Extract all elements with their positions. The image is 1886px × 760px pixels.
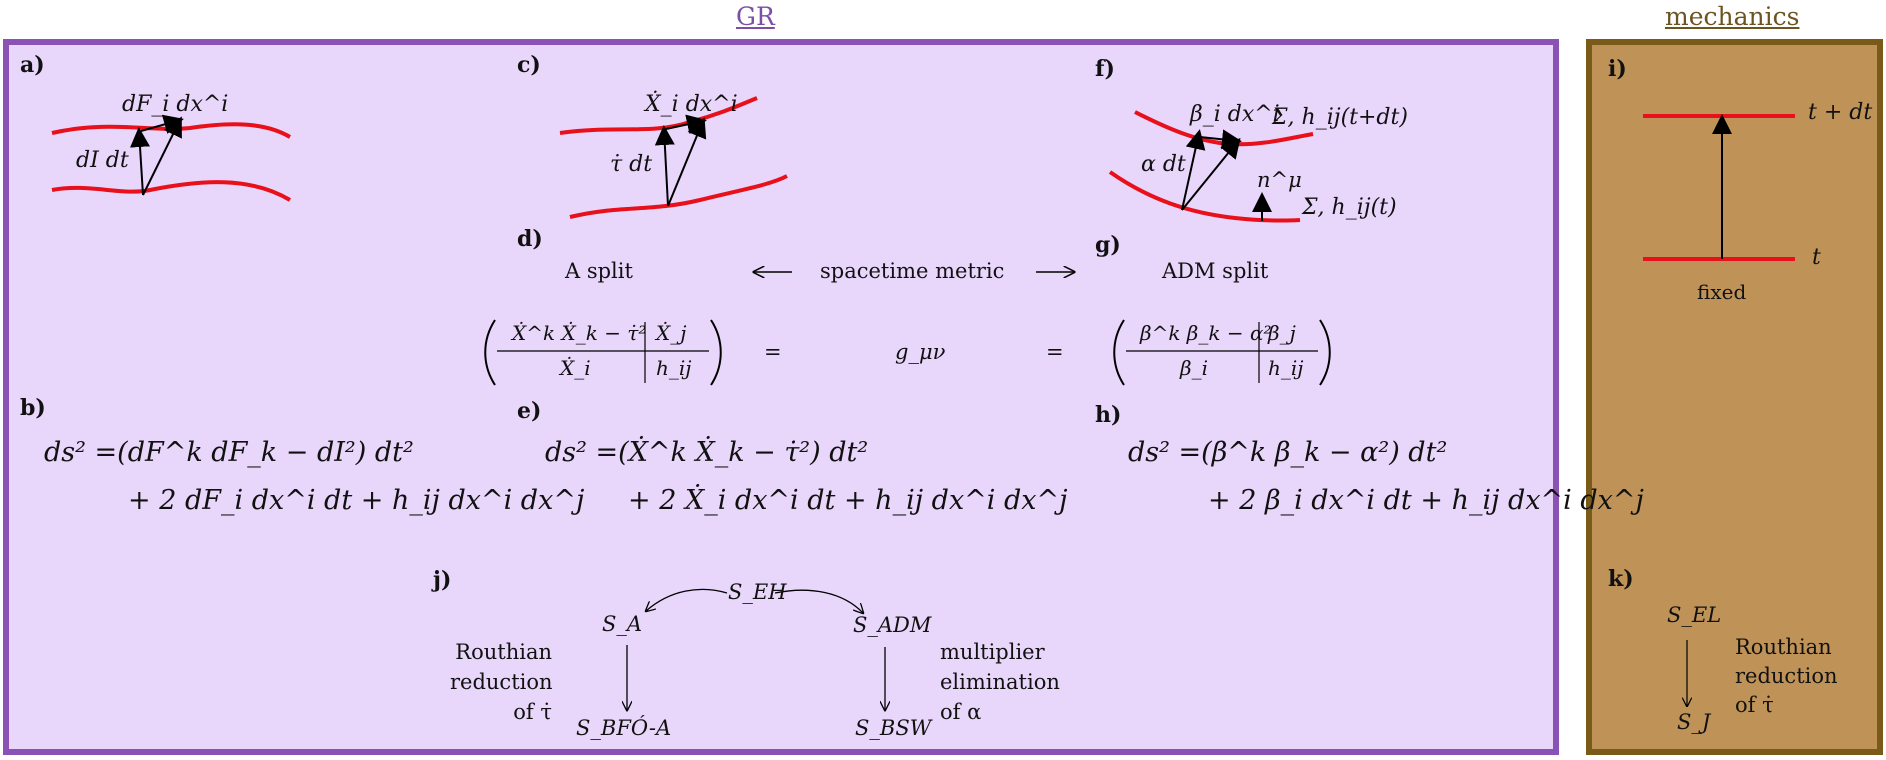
a-split-label: A split [565, 259, 633, 283]
eq-h-line1: ds² =(β^k β_k − α²) dt² [1128, 437, 1448, 468]
metric-g: g_μν [895, 340, 946, 364]
k-note: Routhian reduction of τ̇ [1735, 635, 1838, 717]
eq-h-line2: + 2 β_i dx^i dt + h_ij dx^i dx^j [1208, 485, 1644, 516]
matrix-a-bl: Ẋ_i [560, 356, 591, 380]
action-s-bfoa: S_BFÓ-A [576, 716, 672, 740]
matrix-adm-tl: β^k β_k − α² [1140, 321, 1272, 345]
matrix-adm-tr: β_j [1268, 321, 1296, 345]
arrow-eh-to-adm [774, 589, 863, 613]
label-a-time: dI dt [76, 148, 129, 173]
label-f-normal: n^μ [1257, 168, 1302, 192]
gr-panel [3, 39, 1559, 755]
matrix-adm-paren-left [1113, 319, 1125, 386]
label-a-shift: dF_i dx^i [122, 92, 229, 117]
label-a: a) [20, 52, 45, 78]
label-i: i) [1608, 56, 1627, 82]
surface-a-top [51, 122, 292, 139]
label-f-lapse: α dt [1141, 152, 1186, 177]
surface-f-bottom [1108, 170, 1301, 223]
label-f: f) [1095, 56, 1115, 82]
mechanics-panel [1586, 39, 1883, 755]
label-c: c) [517, 52, 541, 78]
matrix-a-tr: Ẋ_j [656, 321, 687, 345]
action-s-bsw: S_BSW [855, 716, 932, 740]
surface-c-top [559, 96, 758, 135]
matrix-adm-paren-right [1319, 319, 1331, 386]
equals-right: = [1046, 340, 1064, 364]
label-t-plus-dt: t + dt [1808, 100, 1873, 125]
action-s-eh: S_EH [728, 580, 787, 604]
label-k: k) [1608, 566, 1634, 592]
eq-e-line1: ds² =(Ẋ^k Ẋ_k − τ̇²) dt² [545, 437, 869, 468]
matrix-adm-bl: β_i [1180, 356, 1208, 380]
arrow-f-slant [1181, 137, 1241, 211]
mechanics-title: mechanics [1665, 2, 1800, 31]
arrow-a-normal [130, 127, 150, 196]
arrow-c-normal [654, 125, 675, 207]
label-c-shift: Ẋ_i dx^i [645, 92, 738, 117]
surface-c-bottom [569, 174, 788, 219]
matrix-adm-br: h_ij [1268, 356, 1304, 380]
surface-a-bottom [51, 180, 292, 202]
action-s-a: S_A [602, 612, 643, 636]
action-s-adm: S_ADM [853, 613, 932, 637]
matrix-a-br: h_ij [656, 356, 692, 380]
label-j: j) [433, 567, 452, 593]
adm-split-label: ADM split [1162, 259, 1269, 283]
j-right-note: multiplier elimination of α [940, 640, 1060, 724]
action-s-el: S_EL [1667, 603, 1722, 627]
action-s-j: S_J [1677, 710, 1711, 734]
gr-title: GR [736, 2, 775, 31]
label-surface-top: Σ, h_ij(t+dt) [1272, 105, 1408, 130]
matrix-a-paren-right [710, 319, 722, 386]
label-h: h) [1095, 402, 1122, 428]
label-surface-bottom: Σ, h_ij(t) [1302, 195, 1397, 220]
label-t: t [1812, 245, 1821, 270]
arrow-c-shift [665, 114, 707, 135]
label-b: b) [20, 395, 46, 421]
arrow-a-shift [140, 114, 184, 134]
arrow-f-lapse [1181, 129, 1206, 211]
eq-b-line1: ds² =(dF^k dF_k − dI²) dt² [44, 437, 414, 468]
arrow-c-slant [667, 117, 707, 207]
matrix-a-paren-left [484, 319, 496, 386]
label-f-shift: β_i dx^i [1190, 102, 1280, 127]
eq-b-line2: + 2 dF_i dx^i dt + h_ij dx^i dx^j [128, 485, 585, 516]
label-fixed: fixed [1697, 280, 1747, 304]
label-g: g) [1095, 232, 1121, 258]
equals-left: = [764, 340, 782, 364]
label-c-time: τ̇ dt [610, 152, 653, 177]
label-e: e) [517, 398, 542, 424]
arrow-eh-to-a [646, 588, 728, 611]
j-left-note: Routhian reduction of τ̇ [450, 640, 553, 724]
eq-e-line2: + 2 Ẋ_i dx^i dt + h_ij dx^i dx^j [628, 485, 1068, 516]
label-d: d) [517, 226, 543, 252]
arrow-f-shift [1199, 129, 1242, 150]
matrix-a-tl: Ẋ^k Ẋ_k − τ̇² [512, 321, 647, 345]
spacetime-metric-label: spacetime metric [820, 259, 1005, 283]
